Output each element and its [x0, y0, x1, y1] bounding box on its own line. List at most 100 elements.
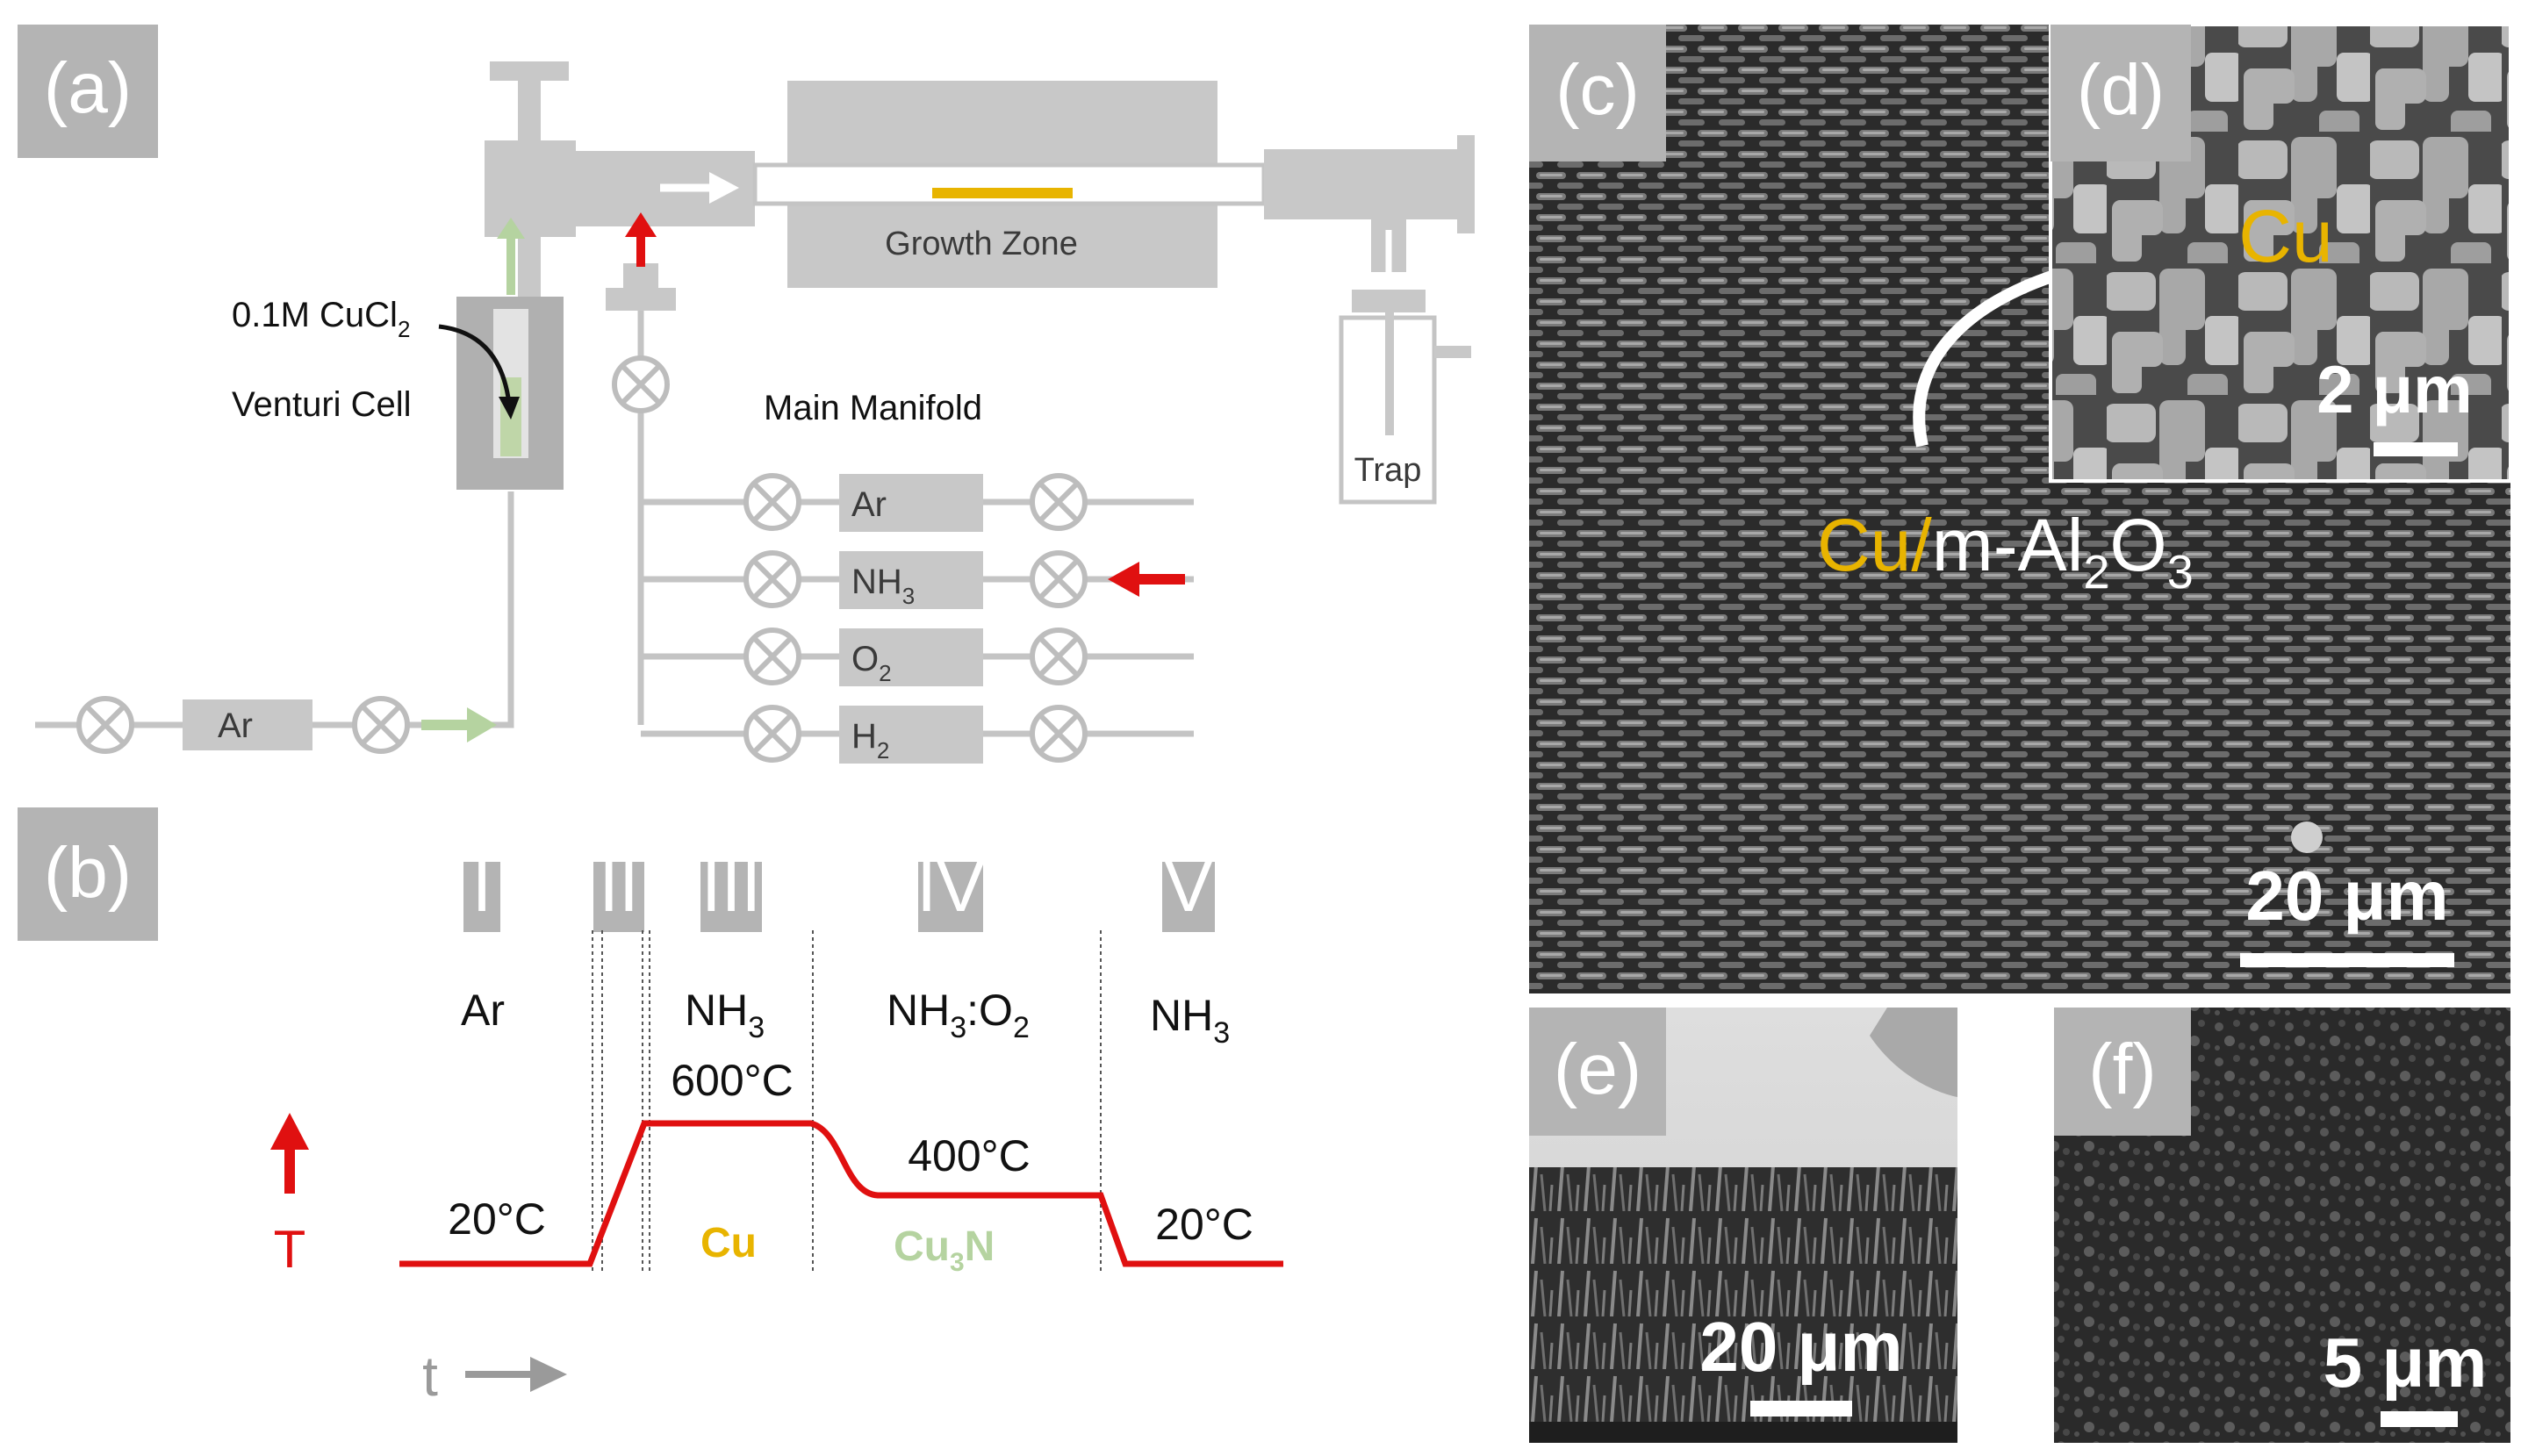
stage-divider: [592, 930, 603, 1273]
valve-icon: [743, 550, 801, 608]
product-cu: Cu: [700, 1220, 757, 1266]
trap-label: Trap: [1354, 452, 1422, 489]
temperature-label: 400°C: [908, 1131, 1031, 1180]
valve-icon: [1030, 705, 1088, 763]
temperature-label: 20°C: [448, 1194, 546, 1244]
carrier-line: [35, 491, 514, 728]
panel-e: (e) 20 μm: [1529, 1008, 1957, 1443]
valve-icon: [612, 355, 670, 413]
panel-e-tag-text: (e): [1554, 1029, 1641, 1109]
pointer-arrowhead-icon: [499, 397, 520, 420]
callout-arrow: [1913, 264, 2073, 448]
stage-tag: [593, 862, 644, 932]
panel-a-tag: [18, 25, 158, 158]
stage-divider: [642, 930, 650, 1273]
outlet-tube: [1264, 149, 1457, 219]
scale-bar-label: 2 μm: [2316, 353, 2472, 427]
atmosphere-label: NH3:O2: [887, 986, 1030, 1044]
valve-icon: [743, 628, 801, 685]
scale-bar: [1750, 1401, 1852, 1417]
red-up-arrow-icon: [625, 212, 657, 237]
valve-icon: [1030, 550, 1088, 608]
gas-label: NH3: [851, 563, 915, 609]
panel-e-tag: [1529, 1008, 1666, 1136]
stage-tag: [1162, 862, 1215, 932]
valve-icon: [352, 696, 410, 754]
gas-row-h2: H2: [641, 705, 1194, 764]
product-cu3n: Cu3N: [894, 1223, 995, 1277]
panel-d-tag-text: (d): [2077, 50, 2165, 130]
trap-dip-tube: [1385, 312, 1394, 435]
scale-bar: [2381, 1411, 2458, 1427]
t-axis-label: T: [274, 1220, 306, 1279]
sem-image-e-film: [1529, 1167, 1957, 1443]
main-manifold-label: Main Manifold: [764, 389, 982, 427]
gas-label: Ar: [851, 485, 887, 524]
stage-tag: [918, 862, 983, 932]
furnace-top: [787, 81, 1217, 165]
furnace-bottom: [787, 204, 1217, 288]
inset-cu-label: Cu: [2238, 195, 2332, 277]
panel-f-tag-text: (f): [2088, 1029, 2156, 1109]
precursor-pointer: [438, 324, 512, 405]
red-left-arrow-icon: [1108, 562, 1139, 597]
panel-b-tag-text: (b): [44, 833, 132, 913]
flow-arrow-right-icon: [709, 172, 739, 204]
gas-row-ar: Ar: [641, 473, 1194, 532]
venturi-tee: [485, 140, 576, 237]
valve-icon: [743, 705, 801, 763]
scale-bar-label: 20 μm: [1699, 1308, 1902, 1386]
stage-tag: [463, 862, 500, 932]
gas-row-nh3: NH3: [641, 550, 1194, 609]
panel-b: (b) I II III IV V Ar NH3 NH3:O2 NH3 20°C…: [18, 807, 1283, 1408]
trap-cap: [1352, 290, 1426, 312]
temperature-label: 600°C: [671, 1056, 794, 1105]
panel-c-tag-text: (c): [1555, 50, 1640, 130]
scale-bar: [2240, 953, 2454, 967]
valve-icon: [76, 696, 134, 754]
valve-icon: [1030, 473, 1088, 531]
valve-icon: [1030, 628, 1088, 685]
manifold-flange: [606, 288, 676, 311]
temperature-profile: [399, 1120, 1283, 1267]
t-axis-arrow-icon: [270, 1113, 309, 1150]
scale-bar-label: 20 μm: [2245, 857, 2448, 935]
trap-outlet: [1434, 346, 1471, 358]
stage-label: II: [599, 847, 639, 927]
atmosphere-label: NH3: [685, 986, 765, 1044]
stage-label: I: [472, 847, 492, 927]
sample-label: Cu/m-Al2O3: [1817, 504, 2194, 599]
stage-label: V: [1165, 847, 1213, 927]
temperature-label: 20°C: [1155, 1200, 1253, 1249]
stage-label: III: [701, 847, 761, 927]
green-right-arrow-icon: [467, 707, 497, 742]
time-axis-label: t: [422, 1345, 438, 1408]
sem-shadow: [1870, 1008, 1957, 1097]
substrate: [932, 188, 1073, 198]
gas-label: O2: [851, 640, 892, 686]
atmosphere-label: NH3: [1150, 991, 1230, 1050]
precursor-label: 0.1M CuCl2: [232, 296, 410, 342]
sem-particle: [2291, 821, 2323, 853]
outlet-flange: [1457, 135, 1475, 233]
gas-label: H2: [851, 717, 889, 764]
atmosphere-label: Ar: [461, 986, 505, 1035]
carrier-ar-box: [183, 699, 312, 750]
panel-f: (f) 5 μm: [2054, 1008, 2510, 1443]
sem-databar: [1529, 1422, 1957, 1443]
manifold-neck: [623, 263, 658, 290]
time-arrow-icon: [530, 1357, 567, 1392]
panel-a: (a) Growth Zone Trap 0.1M CuCl2: [18, 25, 1475, 764]
growth-zone-label: Growth Zone: [885, 226, 1078, 262]
green-up-arrow-icon: [497, 218, 525, 239]
panel-d-tag: [2051, 25, 2191, 161]
venturi-label: Venturi Cell: [232, 385, 412, 424]
panel-a-tag-text: (a): [44, 48, 132, 128]
scale-bar-label: 5 μm: [2323, 1323, 2488, 1402]
carrier-ar-label: Ar: [218, 706, 253, 745]
panel-f-tag: [2054, 1008, 2191, 1136]
panel-d: (d) Cu 2 μm: [2049, 23, 2512, 483]
stage-tag: [700, 862, 762, 932]
valve-icon: [743, 473, 801, 531]
